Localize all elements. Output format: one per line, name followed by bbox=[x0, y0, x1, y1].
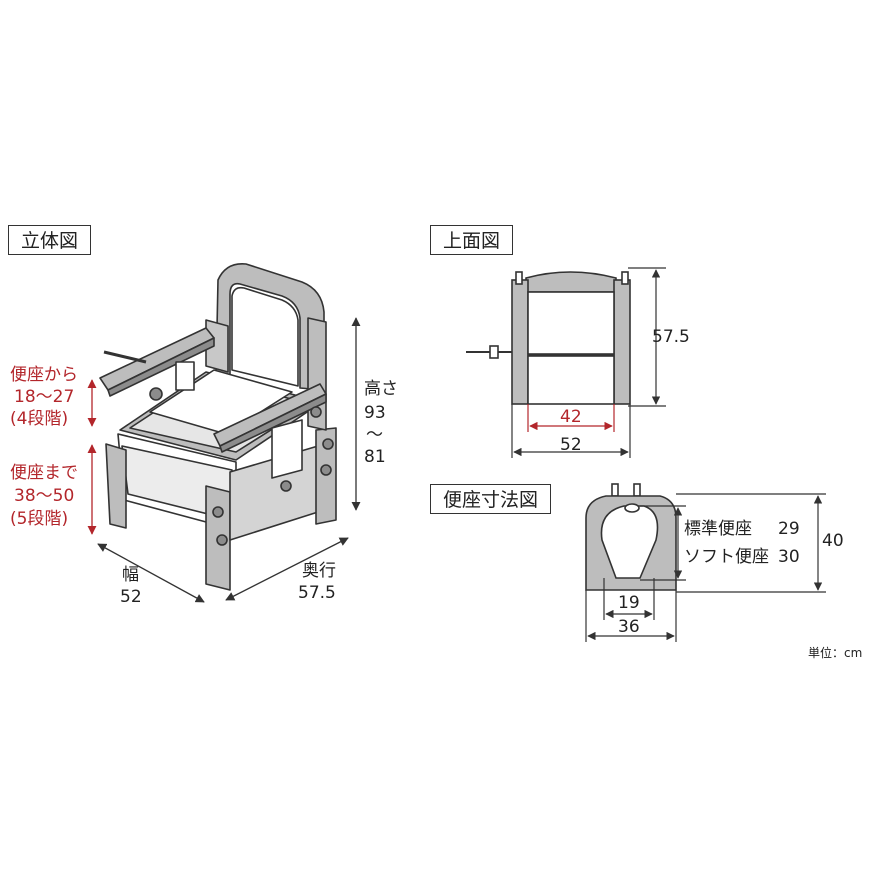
unit-label: 単位：cm bbox=[808, 646, 863, 660]
top-width-value: 52 bbox=[560, 435, 582, 455]
seat-outer-width-value: 36 bbox=[618, 617, 640, 637]
to-seat-range: 38～50 bbox=[14, 486, 75, 506]
top-view-illustration bbox=[466, 271, 631, 405]
standard-seat-value: 29 bbox=[778, 519, 800, 539]
width-value: 52 bbox=[120, 587, 142, 607]
seat-height-value: 40 bbox=[822, 531, 844, 551]
depth-label: 奥行 bbox=[302, 561, 336, 581]
seat-view-illustration bbox=[585, 483, 677, 591]
top-view-dimension-lines bbox=[511, 267, 666, 458]
width-label: 幅 bbox=[122, 565, 139, 585]
from-seat-steps: (4段階) bbox=[10, 409, 69, 429]
perspective-dimension-lines bbox=[87, 317, 361, 603]
section-label-top-view: 上面図 bbox=[430, 225, 514, 255]
height-max: 93 bbox=[364, 403, 386, 423]
top-depth-value: 57.5 bbox=[652, 327, 690, 347]
to-seat-label: 便座まで bbox=[10, 463, 78, 483]
perspective-commode-illustration bbox=[99, 263, 337, 591]
from-seat-label: 便座から bbox=[10, 365, 78, 385]
standard-seat-label: 標準便座 bbox=[684, 519, 752, 539]
height-tilde: ～ bbox=[366, 425, 383, 445]
section-label-perspective: 立体図 bbox=[8, 225, 92, 255]
seat-view-dimension-lines bbox=[585, 493, 826, 642]
seat-inner-width-value: 19 bbox=[618, 593, 640, 613]
height-min: 81 bbox=[364, 447, 386, 467]
to-seat-steps: (5段階) bbox=[10, 509, 69, 529]
top-inner-width-value: 42 bbox=[560, 407, 582, 427]
soft-seat-label: ソフト便座 bbox=[684, 547, 769, 567]
soft-seat-value: 30 bbox=[778, 547, 800, 567]
height-label: 高さ bbox=[364, 379, 398, 399]
depth-value: 57.5 bbox=[298, 583, 336, 603]
section-label-seat-view: 便座寸法図 bbox=[430, 484, 552, 514]
from-seat-range: 18～27 bbox=[14, 387, 75, 407]
